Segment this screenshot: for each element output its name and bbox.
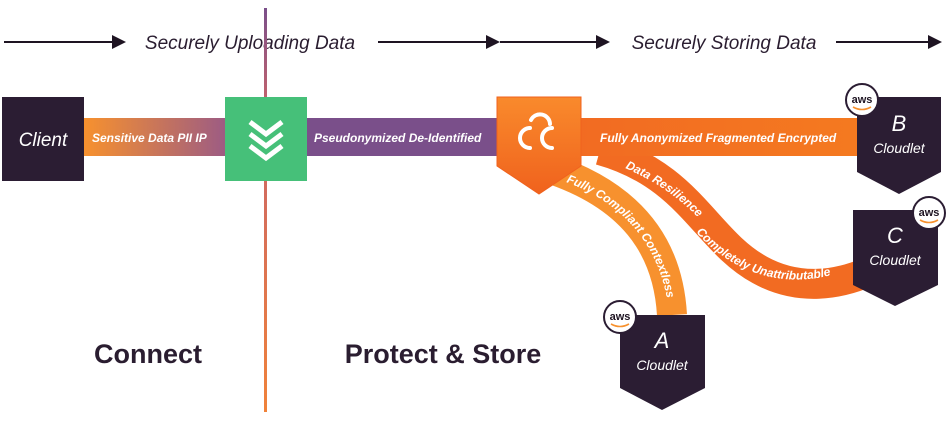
- protect-node: [496, 96, 582, 195]
- band-to-cloudlet-c: [595, 135, 874, 299]
- band-label-sensitive: Sensitive Data PII IP: [92, 131, 208, 145]
- band-protect-to-b: [578, 118, 868, 156]
- cloudlet-c: C Cloudlet aws: [853, 196, 946, 306]
- cloudlet-b-letter: B: [892, 111, 907, 136]
- cloudlet-a-letter: A: [653, 328, 670, 353]
- client-label: Client: [19, 130, 68, 151]
- band-connect-to-protect: [306, 118, 502, 156]
- cloudlet-c-provider: aws: [919, 207, 940, 219]
- header-uploading: Securely Uploading Data: [145, 33, 355, 54]
- cloudlet-a-provider: aws: [610, 311, 631, 323]
- band-to-cloudlet-a: [543, 153, 687, 317]
- cloudlet-a-label: Cloudlet: [636, 357, 688, 373]
- band-label-pseudonymized: Pseudonymized De-Identified: [314, 131, 482, 145]
- band-label-anonymized: Fully Anonymized Fragmented Encrypted: [600, 131, 837, 145]
- section-protect-store: Protect & Store: [345, 339, 542, 369]
- header-flow-arrows: [4, 35, 942, 49]
- client-node: Client: [2, 97, 84, 181]
- cloudlet-a: A Cloudlet aws: [603, 300, 705, 410]
- cloudlet-b-label: Cloudlet: [873, 140, 925, 156]
- cloudlet-c-letter: C: [887, 223, 903, 248]
- section-divider: [264, 8, 267, 412]
- cloudlet-b-provider: aws: [852, 94, 873, 106]
- cloud-logo-icon: [518, 112, 554, 150]
- cloudlet-c-label: Cloudlet: [869, 252, 921, 268]
- section-connect: Connect: [94, 339, 202, 369]
- cloudlet-b: B Cloudlet aws: [845, 83, 941, 194]
- band-client-to-connect: [84, 118, 230, 156]
- chevron-stack-icon: [248, 120, 284, 162]
- connect-node: [225, 97, 307, 181]
- header-storing: Securely Storing Data: [632, 33, 817, 54]
